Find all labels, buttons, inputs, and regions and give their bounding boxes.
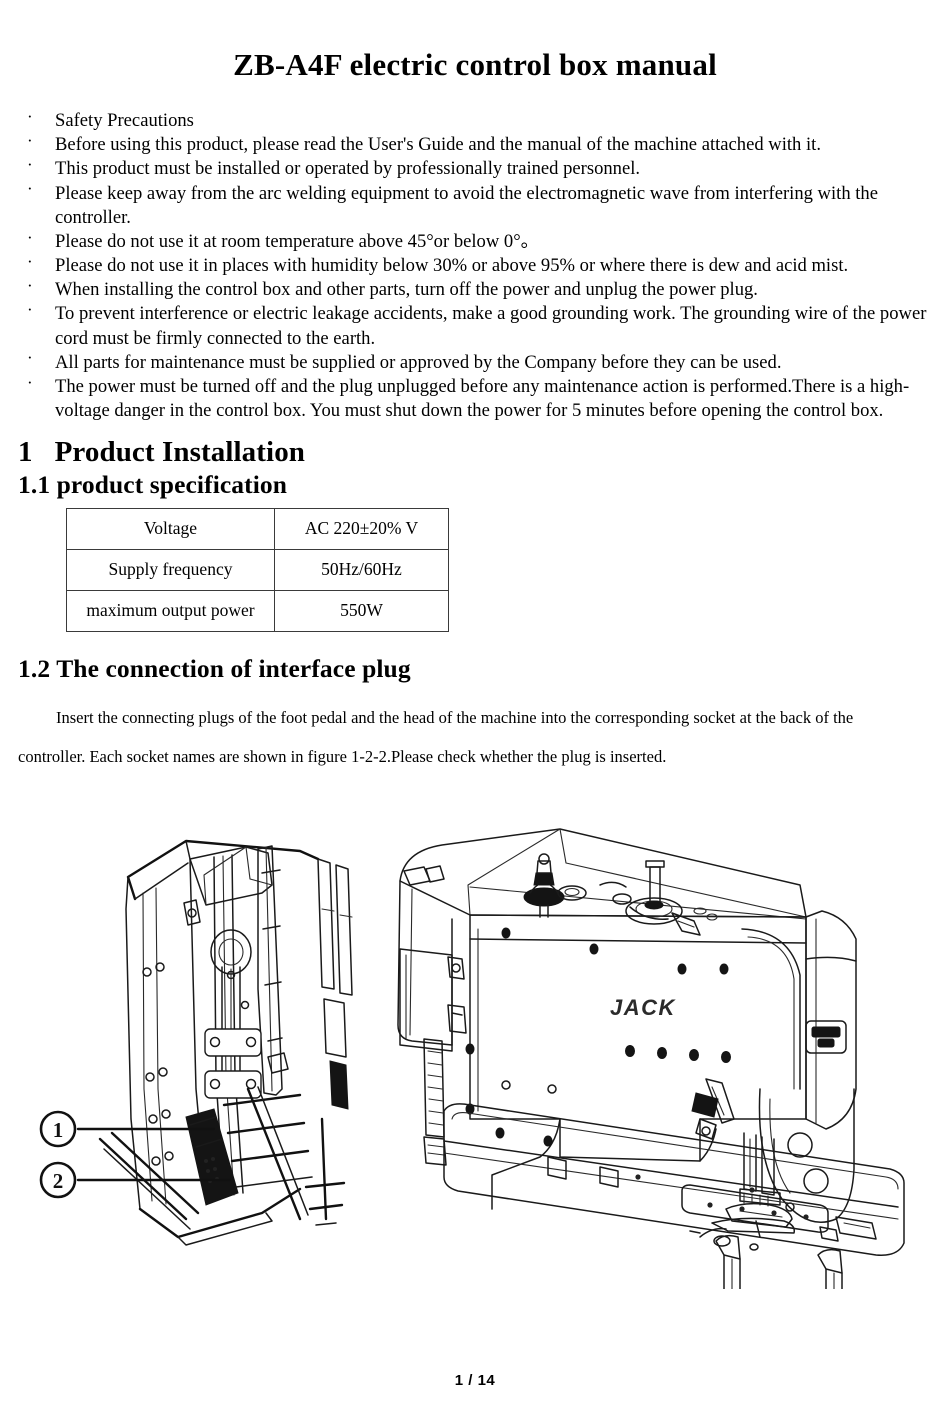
sewing-machine-line-drawing: .ln { fill:none; stroke:#1a1a1a; stroke-… [39,828,905,1289]
list-item: · Safety Precautions [0,106,950,133]
bullet-marker: · [27,227,33,247]
list-item-text: This product must be installed or operat… [55,158,641,180]
list-item-text: The power must be turned off and the plu… [55,375,910,422]
list-item-text: Safety Precautions [55,110,194,132]
list-item: · Please keep away from the arc welding e… [0,179,950,230]
page-footer: 1 / 14 [454,1372,496,1389]
list-item-text: Please keep away from the arc welding eq… [55,182,878,228]
list-item-text: Before using this product, please read t… [55,134,821,156]
bullet-marker: · [27,179,33,199]
list-item-text: To prevent interference or electric leak… [55,303,927,349]
table-row: Supply frequency 50Hz/60Hz [66,548,449,591]
list-item: · To prevent interference or electric lea… [0,300,950,350]
table-cell-value: 550W [274,589,449,632]
sewing-machine-head: JACK [397,828,905,1289]
support-pins [715,1234,843,1289]
bullet-marker: · [27,300,33,320]
list-item: · The power must be turned off and the pl… [0,372,950,423]
safety-precautions-list: · Safety Precautions · Before using this p… [0,106,950,423]
callout-1: 1 [39,1110,216,1148]
callout-2-circle [39,1161,77,1199]
bullet-marker: · [27,106,33,126]
table-cell-key: maximum output power [66,589,275,632]
list-item: · This product must be installed or opera… [0,155,950,181]
list-item: · Please do not use it at room temperatur… [0,227,950,254]
bullet-marker: · [27,251,33,271]
list-item-text: When installing the control box and othe… [55,279,758,301]
list-item-text: Please do not use it at room temperature… [55,230,540,252]
list-item-text: All parts for maintenance must be suppli… [55,351,782,373]
table-cell-value: 50Hz/60Hz [274,548,449,591]
list-item: · Please do not use it in places with hum… [0,251,950,278]
list-item: · When installing the control box and oth… [0,275,950,302]
machine-bed-plate [443,1103,905,1256]
model-badge [805,1020,847,1054]
table-cell-key: Supply frequency [66,548,275,591]
section-1-title: Product Installation [54,436,306,469]
section-1-2-paragraph: Insert the connecting plugs of the foot … [18,707,854,767]
brand-logo-jack: JACK [610,995,677,1020]
pedal-linkage-assembly [98,839,353,1246]
spec-table-container: Voltage AC 220±20% V Supply frequency 50… [0,507,950,632]
callout-2-number: 2 [53,1169,64,1193]
section-1-number: 1 [18,436,33,469]
bullet-marker: · [27,275,33,295]
bullet-marker: · [27,130,33,150]
bullet-marker: · [27,155,33,175]
bullet-marker: · [27,348,33,368]
callout-2: 2 [39,1161,232,1199]
section-1-heading: 1 Product Installation [0,435,950,469]
bobbin-winder-assembly [599,860,718,936]
list-item-text: Please do not use it in places with humi… [55,255,849,277]
table-cell-key: Voltage [66,507,275,550]
section-1-1-heading: 1.1 product specification [18,469,288,499]
page-title: ZB-A4F electric control box manual [233,47,717,82]
product-specification-table: Voltage AC 220±20% V Supply frequency 50… [66,507,449,632]
section-1-2-heading: 1.2 The connection of interface plug [18,653,411,683]
callout-1-circle [39,1110,77,1148]
table-row: maximum output power 550W [66,589,449,632]
list-item: · All parts for maintenance must be suppl… [0,348,950,375]
table-cell-value: AC 220±20% V [274,507,449,550]
table-row: Voltage AC 220±20% V [66,507,449,550]
bullet-marker: · [27,372,33,392]
list-item: · Before using this product, please read … [0,130,950,157]
callout-1-number: 1 [53,1118,64,1142]
thread-tension-assembly [523,853,587,918]
figure-1-2-2-illustration: .ln { fill:none; stroke:#1a1a1a; stroke-… [0,789,950,1289]
